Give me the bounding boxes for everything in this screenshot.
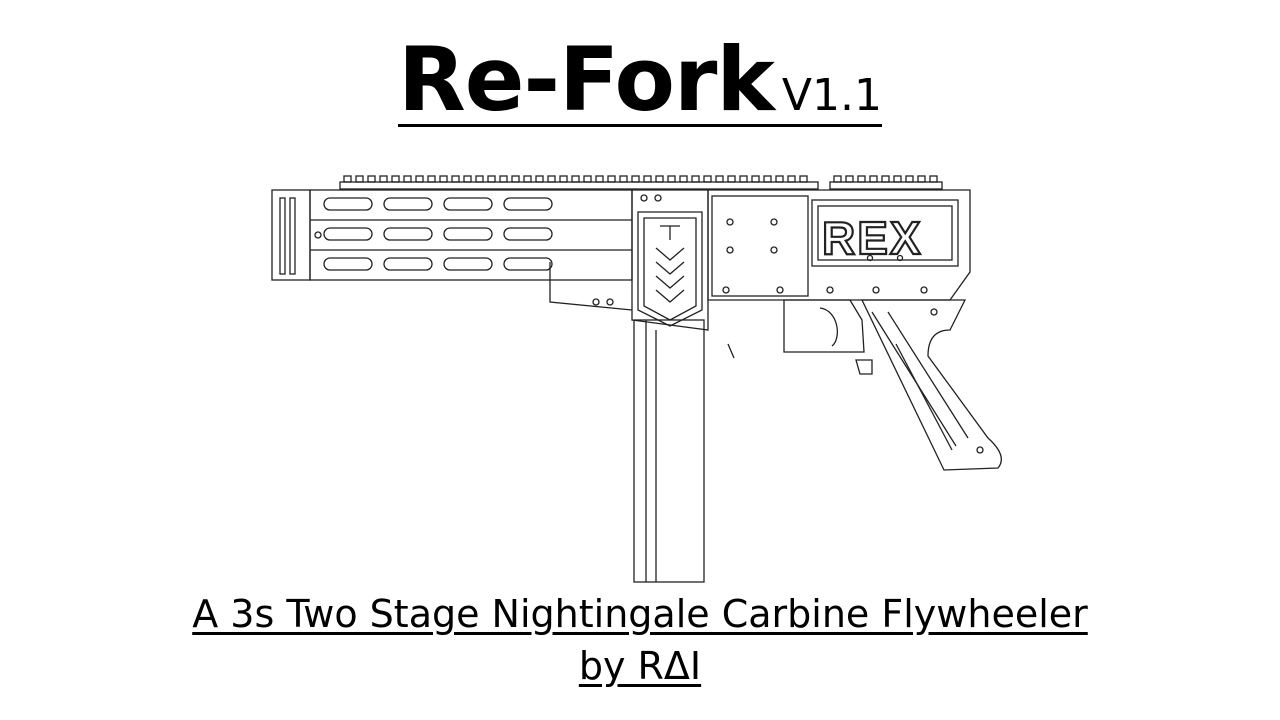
grip <box>860 299 1002 471</box>
muzzle-cap <box>271 189 311 281</box>
title-version: V1.1 <box>781 70 882 121</box>
blaster-line-drawing: REX <box>271 175 1002 583</box>
subtitle-line-1: A 3s Two Stage Nightingale Carbine Flywh… <box>192 592 1088 636</box>
title-main: Re-Fork <box>398 28 775 131</box>
receiver <box>707 189 971 301</box>
magazine <box>633 319 705 583</box>
magwell-shield <box>631 189 709 331</box>
trigger-assembly <box>727 299 873 375</box>
top-rail <box>339 175 943 190</box>
rex-logo-plate: REX <box>811 199 959 267</box>
subtitle-line-2: by RΔI <box>578 644 702 688</box>
handguard <box>309 189 633 311</box>
